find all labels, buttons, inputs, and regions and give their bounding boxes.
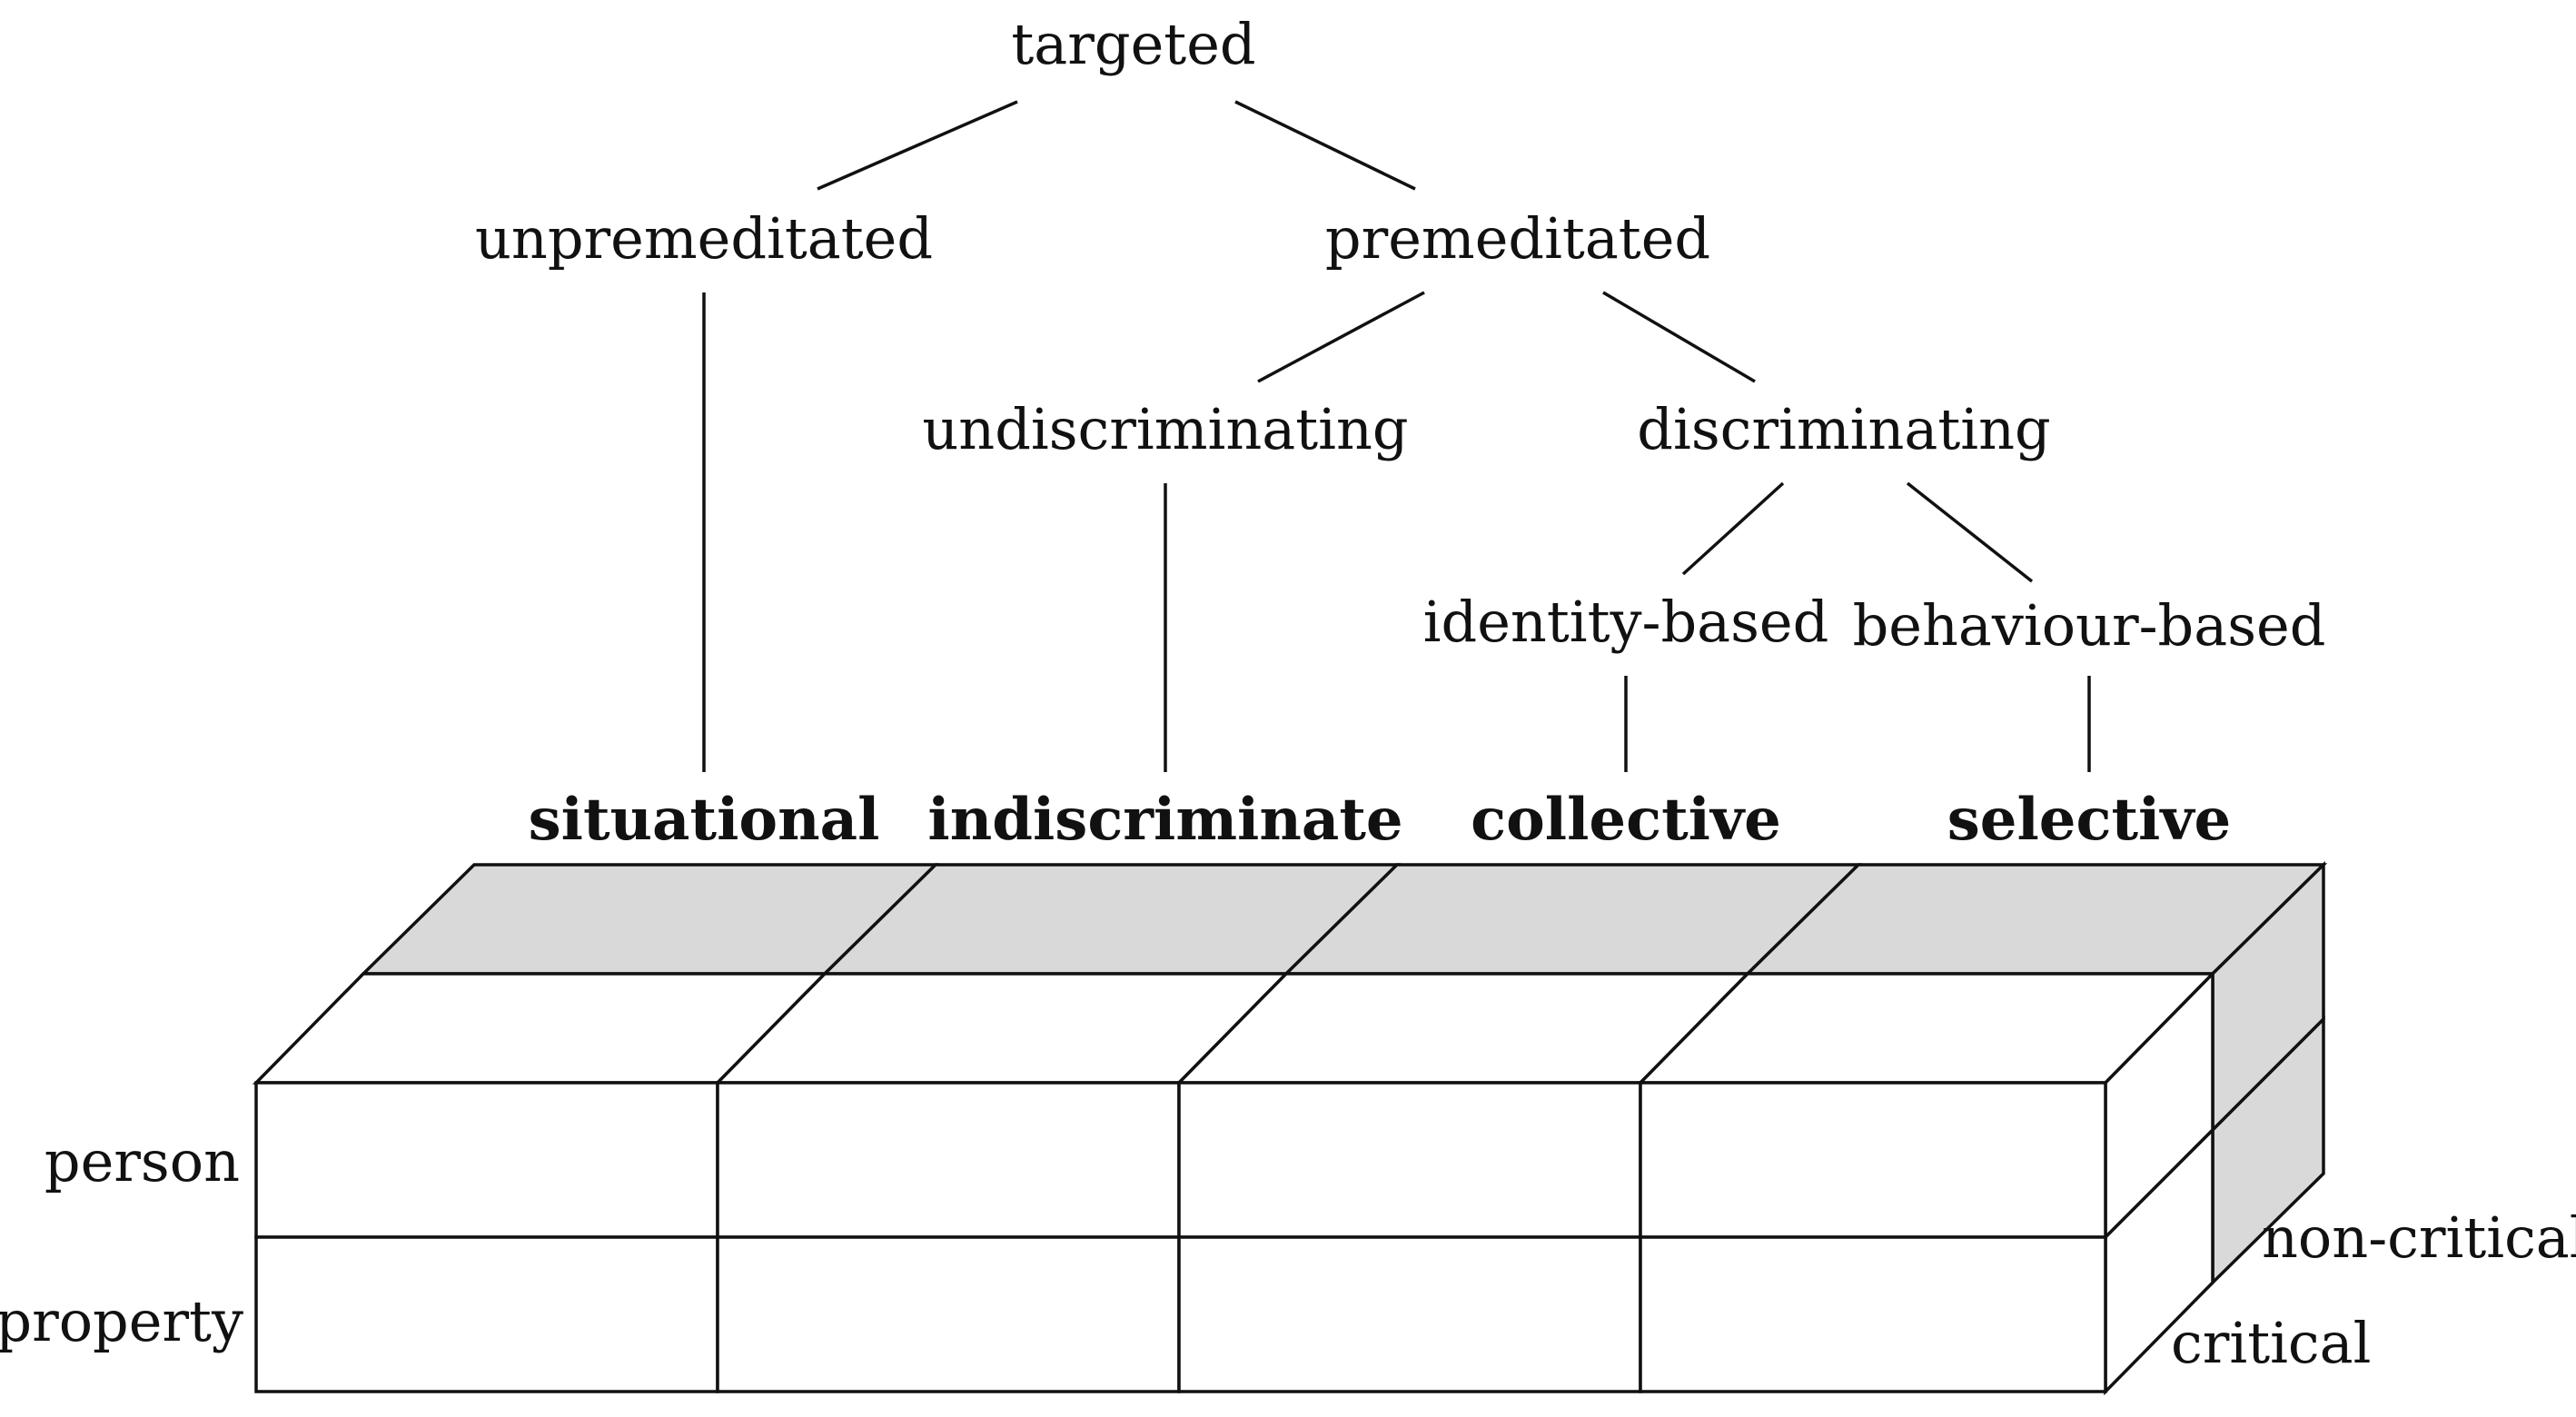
typology-block bbox=[252, 860, 2328, 1396]
node-identity-based: identity-based bbox=[1423, 589, 1829, 655]
cell-person-selective bbox=[1639, 1081, 2107, 1239]
depth-label-non-critical: non-critical bbox=[2262, 1204, 2576, 1271]
edge-premeditated-discriminating bbox=[1602, 291, 1756, 383]
edge-targeted-premeditated bbox=[1234, 100, 1416, 191]
tree-edges bbox=[702, 100, 2091, 772]
category-collective: collective bbox=[1471, 786, 1781, 854]
row-labels: person property bbox=[0, 1128, 243, 1354]
tree-nodes: targeted unpremeditated premeditated und… bbox=[475, 11, 2325, 659]
depth-label-critical: critical bbox=[2171, 1310, 2371, 1376]
cell-person-collective bbox=[1177, 1081, 1642, 1239]
cell-person-situational bbox=[254, 1081, 719, 1239]
cell-property-situational bbox=[254, 1235, 719, 1393]
category-selective: selective bbox=[1947, 786, 2232, 854]
node-targeted: targeted bbox=[1011, 11, 1255, 77]
cell-property-indiscriminate bbox=[716, 1235, 1181, 1393]
edge-discriminating-behaviour bbox=[1906, 481, 2034, 583]
node-discriminating: discriminating bbox=[1637, 396, 2050, 462]
cell-person-indiscriminate bbox=[716, 1081, 1181, 1239]
depth-labels: non-critical critical bbox=[2171, 1204, 2576, 1376]
row-label-person: person bbox=[45, 1128, 240, 1194]
node-undiscriminating: undiscriminating bbox=[922, 396, 1408, 462]
cell-property-selective bbox=[1639, 1235, 2107, 1393]
node-unpremeditated: unpremeditated bbox=[475, 205, 933, 272]
category-indiscriminate: indiscriminate bbox=[927, 786, 1402, 854]
node-premeditated: premeditated bbox=[1325, 205, 1710, 272]
edge-discriminating-identity bbox=[1681, 481, 1785, 576]
cell-property-collective bbox=[1177, 1235, 1642, 1393]
category-labels: situational indiscriminate collective se… bbox=[529, 786, 2232, 854]
edge-targeted-unpremeditated bbox=[817, 100, 1018, 191]
row-label-property: property bbox=[0, 1288, 243, 1354]
category-situational: situational bbox=[529, 786, 880, 854]
node-behaviour-based: behaviour-based bbox=[1853, 592, 2326, 659]
edge-premeditated-undiscriminating bbox=[1257, 291, 1425, 383]
